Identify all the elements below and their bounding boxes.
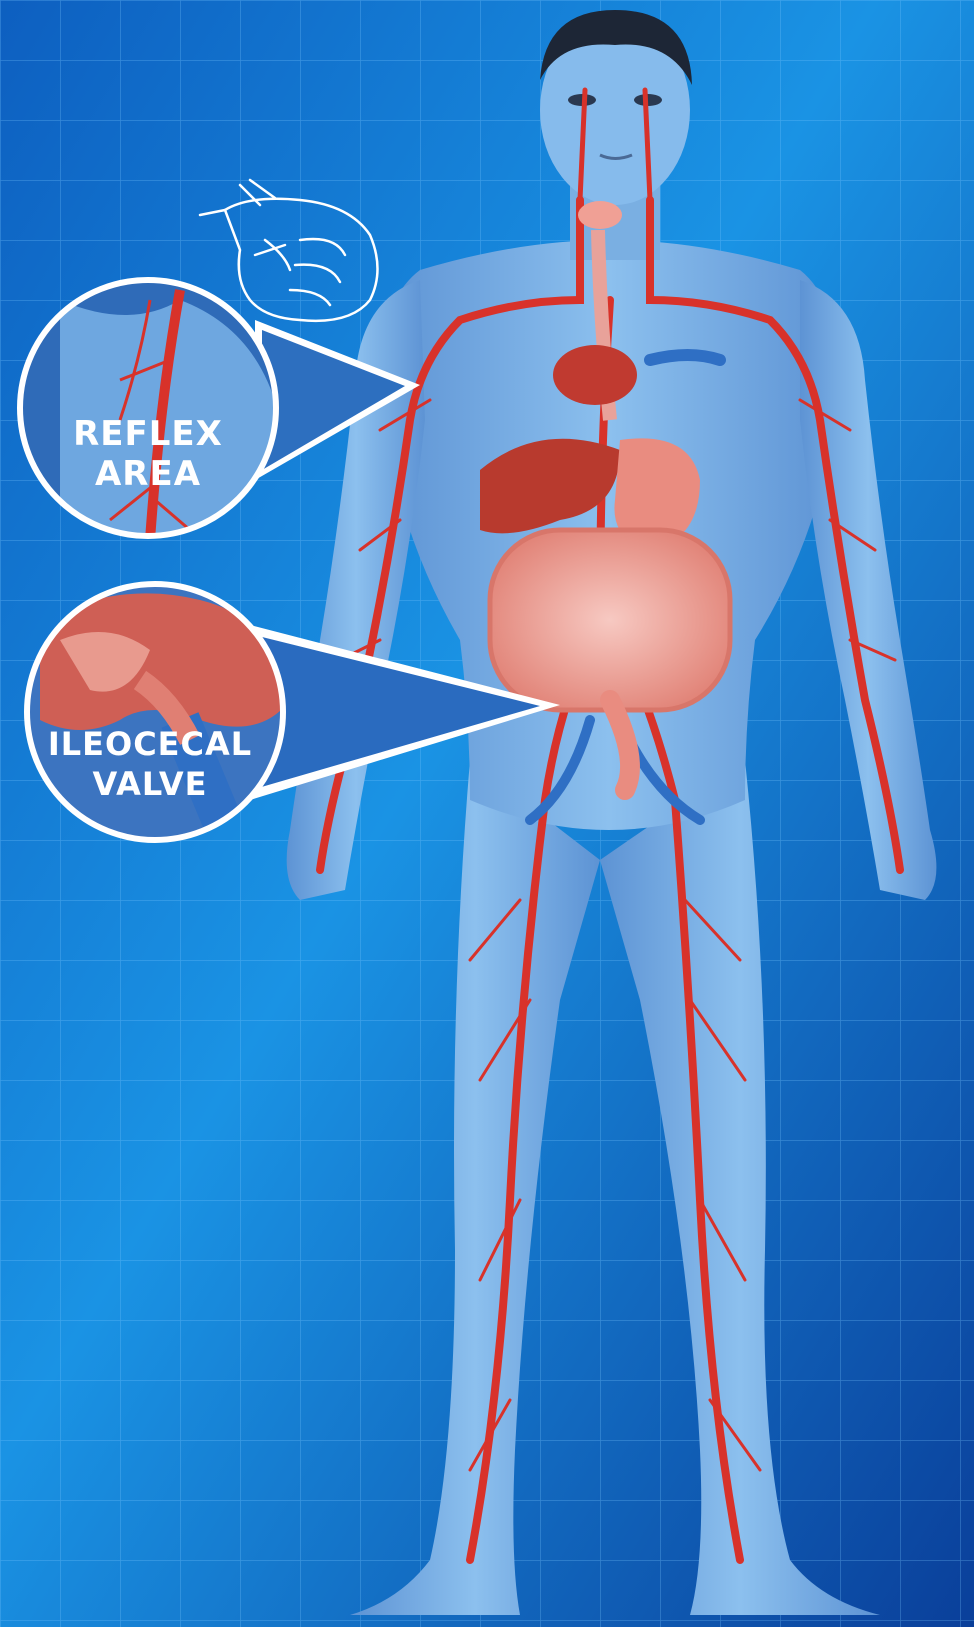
reflex-area-label-line2: AREA: [95, 454, 201, 494]
reflex-area-label-line1: REFLEX: [73, 414, 223, 454]
ileocecal-valve-label-line2: VALVE: [93, 765, 208, 803]
intestines: [490, 530, 730, 710]
ileocecal-valve-label-line1: ILEOCECAL: [48, 725, 252, 763]
